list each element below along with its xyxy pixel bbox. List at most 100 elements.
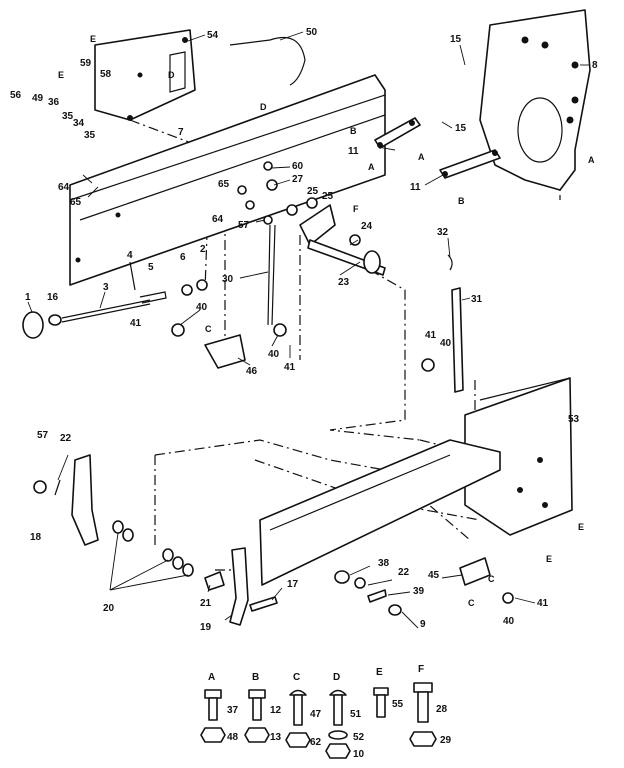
key-nut-52: 52 (353, 732, 365, 743)
callout-25: 25 (307, 186, 319, 197)
fastener-b-nut (244, 727, 270, 743)
lever-18 (33, 454, 99, 546)
ref-letter-b: B (350, 126, 357, 136)
washer-stack-20 (112, 520, 194, 577)
callout-65-b: 65 (218, 179, 230, 190)
key-bolt-51: 51 (350, 709, 362, 720)
mounting-plate-54 (94, 29, 196, 121)
ref-letter-e-b: E (58, 70, 64, 80)
callout-32: 32 (437, 227, 449, 238)
fastener-d-nut (325, 743, 351, 759)
callout-46: 46 (246, 366, 258, 377)
callout-41-c: 41 (425, 330, 437, 341)
key-nut-48: 48 (227, 732, 239, 743)
callout-41-d: 41 (537, 598, 549, 609)
ref-letter-a-b: A (418, 152, 425, 162)
lower-right-hardware (334, 557, 514, 616)
callout-16: 16 (47, 292, 59, 303)
ref-letter-e-d: E (546, 554, 552, 564)
bracket-11-upper (374, 117, 421, 149)
pivot-assembly (237, 161, 386, 276)
callout-56: 56 (10, 90, 22, 101)
control-rod-30 (267, 224, 276, 326)
callout-64: 64 (58, 182, 70, 193)
key-bolt-37: 37 (227, 705, 239, 716)
fastener-c-nut (285, 732, 311, 748)
fastener-d-washer (328, 730, 348, 740)
lower-main-plate (259, 439, 501, 586)
callout-57-b: 57 (37, 430, 49, 441)
fastener-f-bolt (413, 682, 433, 723)
callout-30: 30 (222, 274, 234, 285)
callout-40-b: 40 (268, 349, 280, 360)
callout-40-c: 40 (440, 338, 452, 349)
callout-11: 11 (348, 146, 359, 157)
reference-letters: E D D E B A A B A F C E E C C (58, 34, 595, 608)
key-letter-a: A (208, 672, 215, 683)
callout-49: 49 (32, 93, 44, 104)
callout-15: 15 (450, 34, 462, 45)
ref-letter-c-b: C (488, 574, 495, 584)
callout-20: 20 (103, 603, 115, 614)
key-nut-62: 62 (310, 737, 322, 748)
key-nut-13: 13 (270, 732, 282, 743)
callout-11-b: 11 (410, 182, 421, 193)
callout-59: 59 (80, 58, 92, 69)
callout-15-b: 15 (455, 123, 467, 134)
callout-22: 22 (60, 433, 72, 444)
callout-34: 34 (73, 118, 85, 129)
ref-letter-a-c: A (588, 155, 595, 165)
bracket-11-lower (439, 149, 501, 179)
callout-18: 18 (30, 532, 42, 543)
spacer-21 (204, 571, 225, 591)
ref-letter-b-b: B (458, 196, 465, 206)
key-letter-f: F (418, 664, 424, 675)
ref-letter-e-c: E (578, 522, 584, 532)
link-19 (229, 547, 249, 626)
bracket-46 (171, 323, 435, 372)
ref-letter-e: E (90, 34, 96, 44)
fastener-d-bolt (329, 689, 347, 726)
key-letter-e: E (376, 667, 383, 678)
fastener-f-nut (409, 731, 437, 747)
callout-17: 17 (287, 579, 299, 590)
callout-8: 8 (592, 60, 598, 71)
callout-19: 19 (200, 622, 212, 633)
ref-letter-c-c: C (468, 598, 475, 608)
callout-41: 41 (130, 318, 142, 329)
callout-35: 35 (62, 111, 74, 122)
callout-5: 5 (148, 262, 154, 273)
callout-22-b: 22 (398, 567, 410, 578)
key-bolt-55: 55 (392, 699, 404, 710)
callout-57: 57 (238, 220, 250, 231)
ref-letter-c: C (205, 324, 212, 334)
bolt-17 (249, 596, 278, 612)
right-frame-plate-8 (479, 9, 591, 191)
callout-65: 65 (70, 197, 82, 208)
key-letter-d: D (333, 672, 340, 683)
ref-letter-d-b: D (260, 102, 267, 112)
fastener-b-bolt (248, 689, 266, 721)
callout-36: 36 (48, 97, 60, 108)
callout-39: 39 (413, 586, 425, 597)
ref-letter-a: A (368, 162, 375, 172)
key-letter-c: C (293, 672, 300, 683)
callout-41-b: 41 (284, 362, 296, 373)
upper-side-plate (69, 74, 386, 286)
callout-3: 3 (103, 282, 109, 293)
fastener-a-nut (200, 727, 226, 743)
key-bolt-47: 47 (310, 709, 322, 720)
key-nut-29: 29 (440, 735, 452, 746)
callout-7: 7 (178, 127, 184, 138)
ref-letter-f: F (353, 204, 359, 214)
key-bolt-28: 28 (436, 704, 448, 715)
callout-38: 38 (378, 558, 390, 569)
callout-40: 40 (196, 302, 208, 313)
fastener-a-bolt (204, 689, 222, 721)
key-nut-10: 10 (353, 749, 365, 760)
callout-6: 6 (180, 252, 186, 263)
callout-50: 50 (306, 27, 318, 38)
callout-27: 27 (292, 174, 304, 185)
fastener-key (200, 682, 437, 759)
wire-rod-50 (229, 36, 306, 86)
